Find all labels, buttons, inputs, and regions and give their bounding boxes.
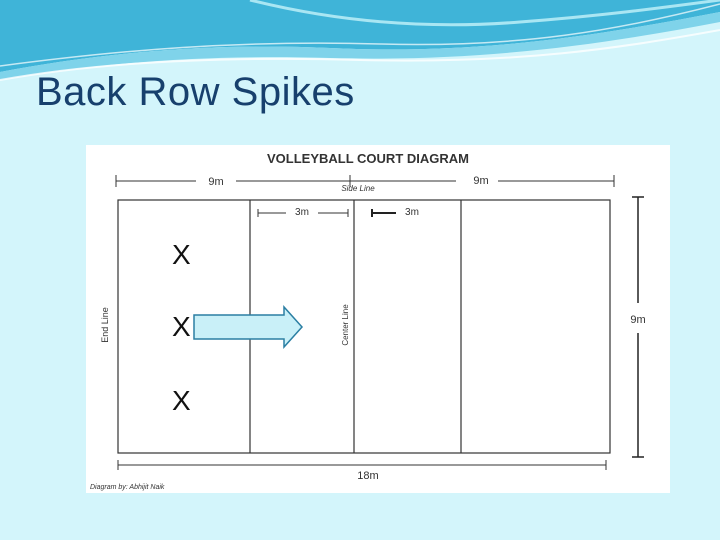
bottom-dimension-line: [117, 460, 607, 470]
end-line-label: End Line: [100, 307, 110, 343]
bottom-dimension: 18m: [357, 470, 378, 482]
court-diagram: VOLLEYBALL COURT DIAGRAM 9m 9m Side Line: [86, 145, 670, 493]
decorative-wave-banner: [0, 0, 720, 81]
attack-right-dimension: 3m: [405, 207, 419, 218]
top-left-dimension: 9m: [208, 176, 223, 188]
diagram-credit: Diagram by: Abhijit Naik: [90, 484, 165, 491]
attack-left-dimension: 3m: [295, 207, 309, 218]
diagram-title: VOLLEYBALL COURT DIAGRAM: [267, 151, 469, 166]
center-line-label: Center Line: [341, 304, 350, 346]
right-dimension-line: [632, 196, 644, 458]
top-dimension-line: [115, 175, 615, 187]
top-right-dimension: 9m: [473, 175, 488, 187]
player-mark-2: X: [172, 311, 191, 342]
attack-dimension-left: [257, 209, 349, 217]
player-mark-1: X: [172, 239, 191, 270]
side-line-label: Side Line: [341, 184, 375, 193]
player-mark-3: X: [172, 385, 191, 416]
court-diagram-svg: VOLLEYBALL COURT DIAGRAM 9m 9m Side Line: [90, 151, 646, 491]
attack-dimension-right: [371, 209, 396, 217]
arrow-right-icon: [193, 305, 304, 349]
right-dimension: 9m: [630, 314, 645, 326]
court-lines: [117, 199, 611, 454]
slide-title: Back Row Spikes: [36, 70, 355, 114]
